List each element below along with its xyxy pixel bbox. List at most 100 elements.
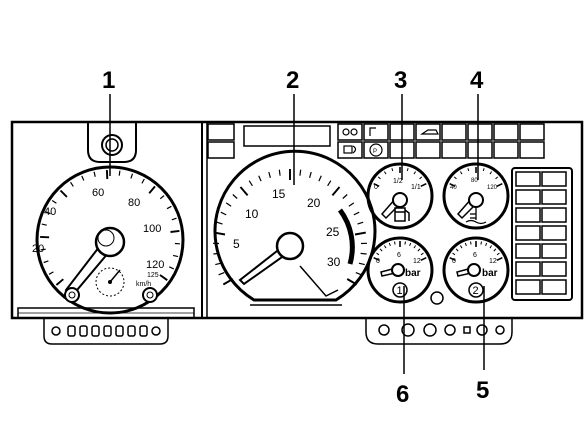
minor-tick: [409, 242, 412, 246]
air-pressure-gauge-2-scale-label: 6: [473, 252, 477, 259]
air-pressure-gauge-1-scale-label: 12: [413, 258, 421, 265]
callout-leaders: [109, 94, 485, 374]
fuel-gauge-hub: [392, 192, 408, 208]
air-pressure-gauge-2-hub: [467, 263, 481, 277]
minor-tick: [258, 175, 262, 182]
minor-tick: [391, 168, 394, 172]
speedometer-scale-label: 120: [146, 259, 164, 271]
minor-tick: [464, 242, 467, 246]
minor-tick: [455, 248, 459, 252]
minor-tick: [318, 175, 322, 182]
minor-tick: [51, 200, 57, 204]
minor-tick: [453, 176, 457, 180]
major-tick: [222, 278, 234, 286]
minor-tick: [220, 211, 227, 216]
major-tick: [239, 186, 249, 197]
tachometer-hub: [275, 231, 305, 261]
minor-tick: [388, 242, 391, 246]
air-pressure-gauge-2-unit: bar: [482, 268, 498, 279]
callout-4: 4: [470, 67, 484, 94]
minor-tick: [489, 171, 493, 175]
temperature-gauge-ticks: [449, 167, 503, 188]
minor-tick: [45, 211, 51, 215]
minor-tick: [130, 173, 134, 179]
speedometer-inner-scale-label: 125: [147, 272, 159, 279]
tachometer-scale-label: 5: [233, 237, 240, 251]
minor-tick: [216, 221, 223, 225]
major-tick: [55, 278, 64, 286]
minor-tick: [171, 217, 177, 221]
battery-lamp-icon: [343, 145, 353, 154]
major-tick: [449, 256, 456, 262]
minor-tick: [360, 252, 367, 255]
coolant-lamp-icon: [369, 127, 376, 136]
minor-tick: [166, 205, 172, 210]
temperature-gauge-scale-label: 120: [487, 185, 498, 191]
parking-brake-lamp-icon: [369, 143, 383, 157]
minor-tick: [141, 178, 145, 184]
fuel-gauge-scale-label: 1/2: [393, 178, 403, 185]
fuel-gauge-scale-label: 0: [374, 184, 378, 191]
major-tick: [373, 182, 380, 188]
air-pressure-gauge-1-scale-label: 6: [397, 252, 401, 259]
minor-tick: [48, 271, 54, 275]
major-tick: [354, 231, 366, 236]
air-pressure-gauge-circuit-1: 0 6 12 bar 1: [366, 236, 434, 304]
minor-tick: [470, 241, 472, 245]
major-tick: [214, 231, 226, 236]
air-pressure-gauge-2-scale-label: 12: [489, 258, 497, 265]
speedometer-ticks: [40, 170, 180, 286]
major-tick: [59, 189, 68, 198]
major-tick: [449, 182, 456, 188]
minor-tick: [215, 262, 222, 266]
brake-circuit-1-marker: [392, 282, 408, 298]
minor-tick: [168, 266, 175, 270]
speedometer-unit: km/h: [136, 281, 151, 288]
coolant-temperature-icon: [465, 208, 487, 225]
minor-tick: [70, 181, 74, 187]
minor-tick: [93, 171, 96, 177]
tachometer-scale-label: 15: [272, 187, 286, 201]
speedometer-scale-label: 60: [92, 187, 104, 199]
callout-5: 5: [476, 377, 489, 404]
fuel-gauge: 0 1/2 1/1: [366, 162, 434, 230]
callout-2: 2: [286, 67, 299, 94]
minor-tick: [417, 248, 421, 252]
minor-tick: [493, 248, 497, 252]
minor-tick: [348, 202, 355, 207]
callout-3: 3: [394, 67, 407, 94]
brake-circuit-2-marker: [468, 282, 484, 298]
bottom-indicator-strip-left: [43, 318, 169, 345]
minor-tick: [218, 272, 225, 276]
minor-tick: [467, 168, 470, 172]
temperature-gauge-scale-label: 40: [450, 185, 457, 191]
trip-dial: [95, 267, 125, 297]
minor-tick: [213, 252, 220, 255]
clock-adjust-button: [142, 287, 158, 303]
minor-tick: [406, 168, 409, 172]
major-tick: [331, 186, 341, 197]
fuel-gauge-scale-label: 1/1: [411, 184, 421, 191]
major-tick: [496, 256, 503, 262]
minor-tick: [309, 171, 312, 178]
minor-tick: [232, 194, 238, 199]
major-tick: [159, 274, 168, 281]
major-tick: [170, 229, 180, 233]
tachometer-ticks: [212, 169, 368, 286]
oil-pressure-lamp-icon: [420, 129, 439, 135]
warning-lamp-panel-right: [511, 167, 573, 301]
minor-tick: [81, 175, 85, 181]
callout-1: 1: [102, 67, 115, 94]
minor-tick: [485, 242, 488, 246]
minor-tick: [459, 171, 463, 175]
brake-circuit-1-label: 1: [397, 285, 403, 297]
minor-tick: [342, 194, 348, 199]
air-pressure-gauge-1-hub: [391, 263, 405, 277]
indicator-lamp: [430, 291, 444, 305]
brake-circuit-2-label: 2: [473, 285, 479, 297]
minor-tick: [419, 176, 423, 180]
minor-tick: [268, 171, 271, 178]
bottom-indicator-strip-right: [365, 318, 513, 345]
air-pressure-gauge-1-unit: bar: [405, 268, 421, 279]
